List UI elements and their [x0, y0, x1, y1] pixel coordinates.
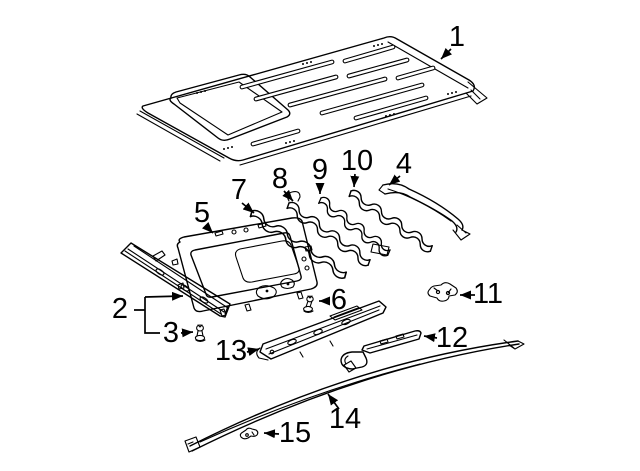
callout-7-arrow — [241, 202, 255, 214]
callout-12[interactable]: 12 — [423, 322, 468, 354]
callout-15-label: 15 — [279, 417, 311, 449]
callout-15-arrow — [263, 429, 280, 439]
clip-6[interactable] — [303, 295, 314, 314]
part-drip-molding-14[interactable] — [184, 339, 525, 453]
callout-9[interactable]: 9 — [312, 154, 328, 194]
clip-15[interactable] — [239, 427, 259, 440]
callout-10[interactable]: 10 — [341, 145, 373, 188]
callout-5-arrow — [202, 222, 214, 234]
callout-14[interactable]: 14 — [327, 393, 361, 435]
callout-2[interactable]: 2 — [112, 291, 184, 334]
part-roof-panel[interactable] — [136, 36, 488, 166]
part-sunroof-frame[interactable] — [171, 217, 318, 317]
callout-8-label: 8 — [272, 163, 288, 195]
callout-1-arrow — [440, 48, 452, 60]
callout-5-label: 5 — [194, 197, 210, 229]
part-side-rail-rear-12[interactable] — [340, 330, 422, 373]
callout-8[interactable]: 8 — [272, 163, 294, 202]
clip-3[interactable] — [194, 324, 206, 343]
callout-3-label: 3 — [163, 317, 179, 349]
callout-10-arrow — [350, 173, 360, 188]
part-roof-bow-10[interactable] — [346, 188, 435, 254]
part-front-header-rail[interactable] — [120, 242, 231, 318]
callout-14-arrow — [327, 393, 340, 410]
callout-1-label: 1 — [449, 21, 465, 53]
callout-9-label: 9 — [312, 154, 328, 186]
callout-2-label: 2 — [112, 293, 128, 325]
callout-6-label: 6 — [331, 284, 347, 316]
callout-2-bracket — [134, 297, 160, 334]
callout-4-arrow — [388, 174, 401, 186]
callout-1[interactable]: 1 — [440, 21, 465, 60]
callout-14-label: 14 — [329, 403, 361, 435]
callout-12-arrow — [423, 333, 438, 343]
callout-3[interactable]: 3 — [163, 317, 194, 349]
callout-15[interactable]: 15 — [263, 417, 311, 449]
part-roof-bow-9[interactable] — [316, 195, 393, 258]
callout-11-label: 11 — [473, 278, 503, 310]
callout-4-label: 4 — [396, 148, 412, 180]
callout-12-label: 12 — [436, 322, 468, 354]
callouts: 1 2 3 4 5 6 7 8 — [112, 21, 503, 449]
callout-5[interactable]: 5 — [194, 197, 214, 234]
callout-10-label: 10 — [341, 145, 373, 177]
weld-dots — [196, 43, 457, 150]
callout-7-label: 7 — [231, 174, 247, 206]
callout-6[interactable]: 6 — [319, 284, 347, 316]
callout-11[interactable]: 11 — [460, 278, 503, 310]
callout-13-label: 13 — [215, 335, 247, 367]
callout-13-arrow — [246, 347, 260, 357]
callout-8-arrow — [282, 189, 294, 202]
callout-3-arrow — [180, 328, 194, 338]
part-side-inner-rail-13[interactable] — [256, 300, 387, 361]
callout-7[interactable]: 7 — [231, 174, 255, 214]
callout-13[interactable]: 13 — [215, 335, 260, 367]
part-rear-roof-reinforcement[interactable] — [378, 182, 471, 241]
clip-bracket-11[interactable] — [427, 282, 458, 302]
callout-2-arrow — [144, 291, 184, 301]
callout-4[interactable]: 4 — [388, 148, 412, 186]
roof-ribs — [239, 44, 436, 147]
